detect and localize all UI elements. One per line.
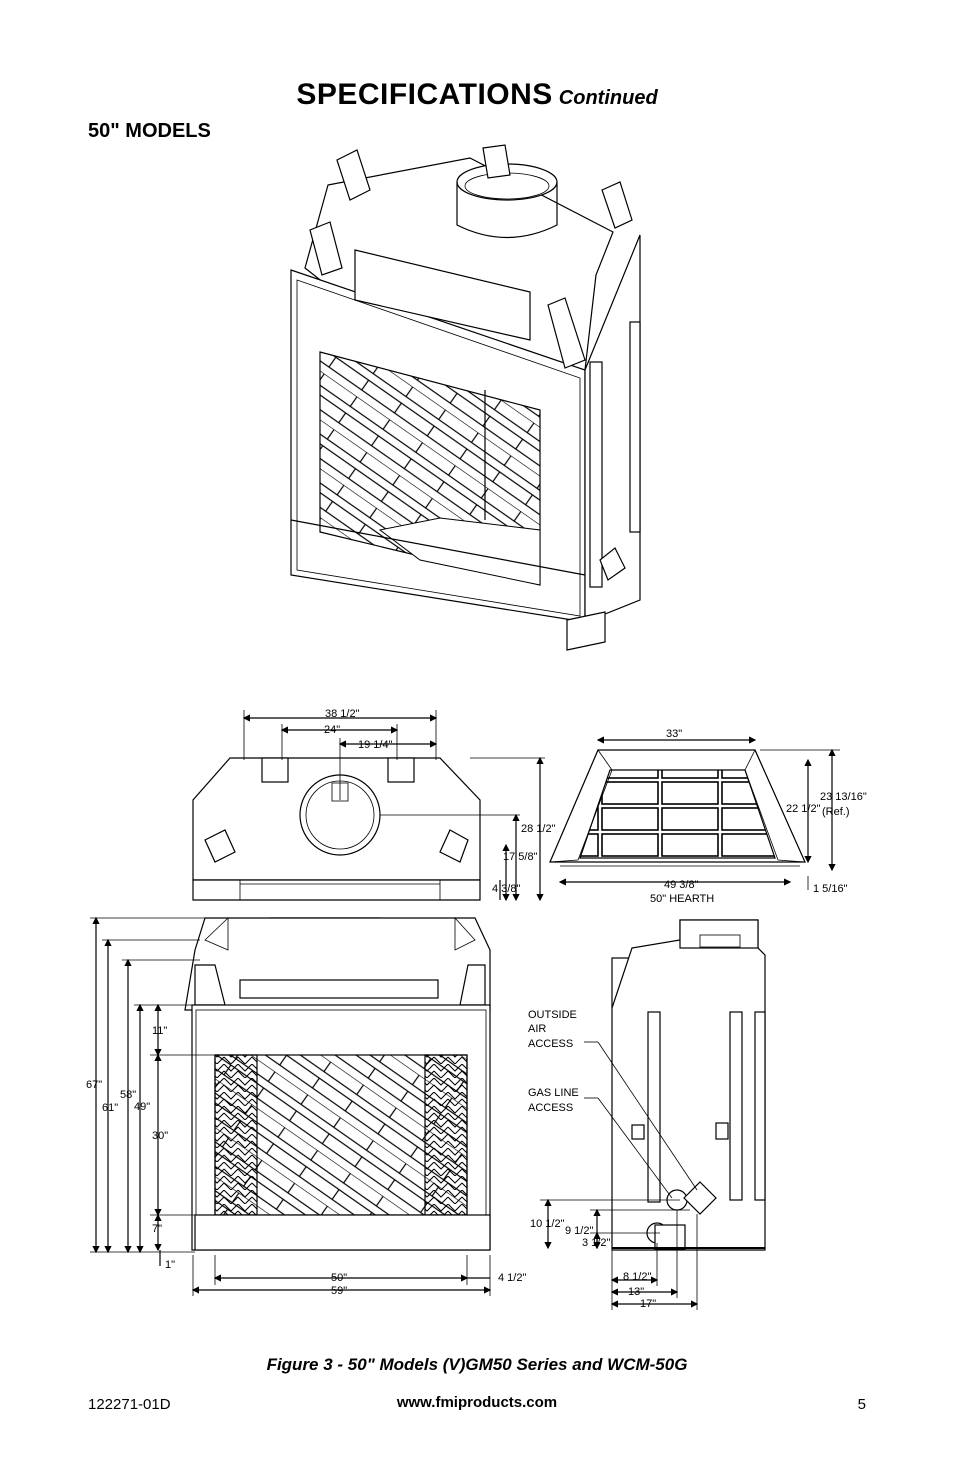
dim-22-5: 22 1/2" bbox=[786, 803, 821, 815]
dim-9-5: 9 1/2" bbox=[565, 1225, 593, 1237]
dim-23-8125: 23 13/16" bbox=[820, 791, 867, 803]
dim-4-5: 4 1/2" bbox=[498, 1272, 526, 1284]
dim-4-375: 4 3/8" bbox=[492, 883, 520, 895]
dim-67: 67" bbox=[86, 1079, 102, 1091]
dim-28-5: 28 1/2" bbox=[521, 823, 556, 835]
front-view: 67" 61" 58" 49" 11" 30" 7" 1" 50" 59" 4 … bbox=[86, 916, 526, 1297]
dim-50: 50" bbox=[331, 1272, 347, 1284]
dim-1-3125: 1 5/16" bbox=[813, 883, 848, 895]
outside-air-label-3: ACCESS bbox=[528, 1038, 573, 1050]
dim-19-25: 19 1/4" bbox=[358, 739, 393, 751]
dim-3-5: 3 1/2" bbox=[582, 1237, 610, 1249]
top-view: 38 1/2" 24" 19 1/4" 28 1/2" 17 5/8" 4 3/… bbox=[192, 708, 556, 902]
dim-10-5: 10 1/2" bbox=[530, 1218, 565, 1230]
dim-hearth: 50" HEARTH bbox=[650, 893, 714, 905]
dim-61: 61" bbox=[102, 1102, 118, 1114]
dim-17: 17" bbox=[640, 1298, 656, 1310]
plan-view: 33" 23 13/16" 22 1/2" (Ref.) 49 3/8" 50"… bbox=[549, 728, 867, 905]
dim-17-625: 17 5/8" bbox=[503, 851, 538, 863]
dim-ref: (Ref.) bbox=[822, 806, 850, 818]
figure-caption: Figure 3 - 50" Models (V)GM50 Series and… bbox=[266, 1355, 688, 1374]
gas-line-label-1: GAS LINE bbox=[528, 1087, 579, 1099]
dim-49: 49" bbox=[134, 1101, 150, 1113]
isometric-view bbox=[290, 144, 641, 651]
dim-24: 24" bbox=[324, 724, 340, 736]
dim-59: 59" bbox=[331, 1285, 347, 1297]
outside-air-label-1: OUTSIDE bbox=[528, 1009, 577, 1021]
section-heading: 50" MODELS bbox=[88, 120, 211, 142]
outside-air-label-2: AIR bbox=[528, 1023, 546, 1035]
dim-38-5: 38 1/2" bbox=[325, 708, 360, 720]
dim-1: 1" bbox=[165, 1259, 175, 1271]
dim-58: 58" bbox=[120, 1089, 136, 1101]
doc-number: 122271-01D bbox=[88, 1396, 171, 1413]
dim-30: 30" bbox=[152, 1130, 168, 1142]
dim-11: 11" bbox=[152, 1025, 167, 1037]
page-number: 5 bbox=[857, 1396, 866, 1413]
dim-7: 7" bbox=[152, 1223, 162, 1235]
dim-49-375: 49 3/8" bbox=[664, 879, 699, 891]
title-subtitle: Continued bbox=[558, 87, 658, 109]
gas-line-label-2: ACCESS bbox=[528, 1102, 573, 1114]
website-link[interactable]: www.fmiproducts.com bbox=[396, 1394, 558, 1411]
dim-8-5: 8 1/2" bbox=[623, 1271, 651, 1283]
side-view: OUTSIDE AIR ACCESS GAS LINE ACCESS 10 1/… bbox=[528, 919, 766, 1310]
dim-13: 13" bbox=[628, 1286, 644, 1298]
dim-33: 33" bbox=[666, 728, 682, 740]
title-main: SPECIFICATIONS bbox=[296, 78, 553, 111]
